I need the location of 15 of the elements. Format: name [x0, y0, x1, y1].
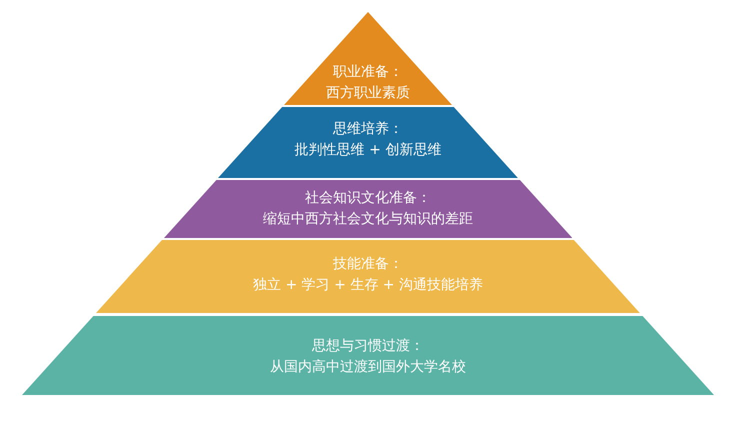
level-heading: 思想与习惯过渡： — [312, 337, 424, 356]
level-heading: 思维培养： — [332, 120, 403, 139]
level-heading: 职业准备： — [332, 63, 403, 82]
pyramid-level — [164, 180, 572, 238]
level-description: 批判性思维 + 创新思维 — [294, 141, 442, 160]
pyramid-level — [218, 107, 518, 178]
level-heading: 社会知识文化准备： — [304, 189, 431, 208]
level-description: 从国内高中过渡到国外大学名校 — [270, 358, 466, 377]
level-heading: 技能准备： — [332, 255, 403, 274]
level-description: 缩短中西方社会文化与知识的差距 — [262, 210, 473, 229]
pyramid-level — [284, 12, 452, 105]
pyramid-level — [22, 316, 714, 395]
level-description: 独立 + 学习 + 生存 + 沟通技能培养 — [253, 276, 483, 295]
pyramid-level — [96, 240, 640, 313]
level-description: 西方职业素质 — [326, 84, 410, 103]
